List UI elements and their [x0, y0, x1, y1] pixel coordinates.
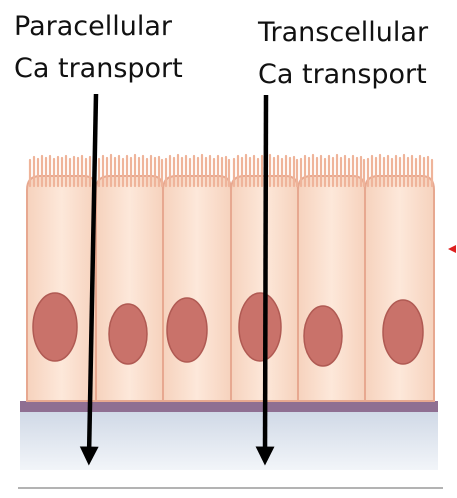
- transcellular-label-line2: Ca transport: [258, 54, 428, 96]
- basement-membrane: [20, 401, 438, 412]
- cell-3: [163, 176, 231, 401]
- epithelial-cell-layer: [27, 176, 434, 401]
- pointer-marker: [448, 245, 456, 253]
- nucleus-2: [109, 304, 147, 364]
- nucleus-3: [167, 298, 207, 362]
- cell-6: [365, 176, 434, 401]
- cell-5: [298, 176, 365, 401]
- nucleus-4: [239, 293, 281, 361]
- microvilli-brush-border: [30, 155, 432, 186]
- transcellular-label: Transcellular Ca transport: [258, 12, 428, 96]
- paracellular-label-line2: Ca transport: [14, 48, 183, 90]
- nucleus-1: [33, 293, 77, 361]
- cell-1: [27, 176, 96, 401]
- cell-2: [96, 176, 163, 401]
- paracellular-label: Paracellular Ca transport: [14, 6, 183, 90]
- nucleus-6: [383, 300, 423, 364]
- nucleus-5: [304, 306, 342, 366]
- transcellular-arrow: [265, 95, 266, 456]
- paracellular-label-line1: Paracellular: [14, 6, 183, 48]
- interstitial-fluid: [20, 410, 438, 470]
- transcellular-label-line1: Transcellular: [258, 12, 428, 54]
